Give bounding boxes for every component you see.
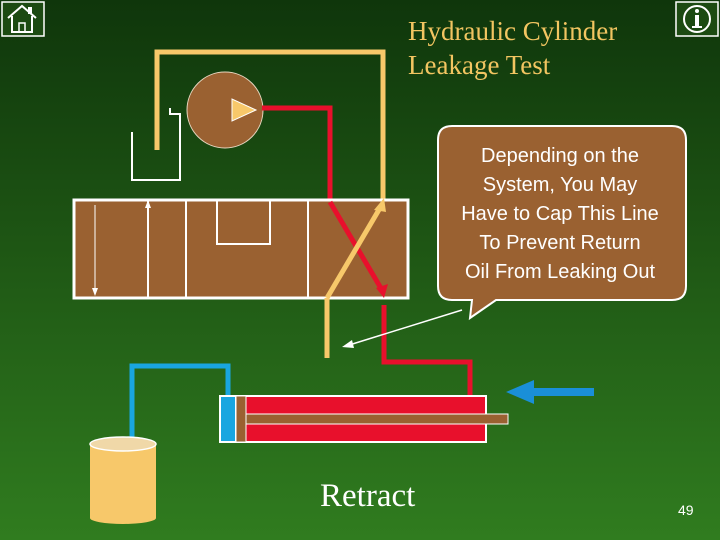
callout-line-1: Depending on the — [481, 145, 639, 167]
diagram-caption: Retract — [320, 478, 416, 514]
tank-line — [129, 363, 231, 440]
info-button[interactable] — [674, 0, 720, 38]
callout-pointer-head — [342, 340, 354, 348]
callout-pointer — [345, 309, 463, 347]
callout-line-5: Oil From Leaking Out — [464, 261, 656, 283]
oil-container-body — [90, 444, 156, 518]
oil-container-top — [89, 436, 157, 452]
callout-text: Depending on the System, You May Have to… — [436, 142, 684, 287]
pump-return-line — [154, 49, 386, 202]
title-line-2: Leakage Test — [408, 50, 551, 80]
callout-line-2: System, You May — [482, 174, 638, 196]
title-line-1: Hydraulic Cylinder — [408, 16, 618, 46]
home-button[interactable] — [0, 0, 46, 38]
callout-line-4: To Prevent Return — [479, 232, 641, 254]
home-icon — [1, 1, 45, 37]
page-number: 49 — [678, 502, 694, 518]
oil-container-bottom — [90, 512, 156, 524]
directional-valve — [72, 198, 410, 300]
callout-bubble — [437, 125, 687, 321]
valve-arrow-1 — [92, 288, 98, 296]
reservoir-symbol — [131, 108, 181, 181]
valve-arrow-2 — [145, 200, 151, 208]
valve-cross-pressure-arrow — [376, 284, 388, 298]
slide-title: Hydraulic Cylinder Leakage Test — [408, 14, 688, 82]
pump-arrow — [231, 98, 258, 122]
pump-pressure-line — [262, 105, 333, 202]
info-icon — [675, 1, 719, 37]
cylinder-rod — [245, 413, 509, 425]
valve-blocked-port — [216, 200, 271, 245]
cylinder-piston — [235, 395, 247, 443]
valve-cross-return-arrow — [374, 198, 386, 212]
valve-cross-return — [324, 206, 383, 300]
callout-line-3: Have to Cap This Line — [461, 203, 659, 225]
force-arrow-head — [506, 380, 534, 404]
